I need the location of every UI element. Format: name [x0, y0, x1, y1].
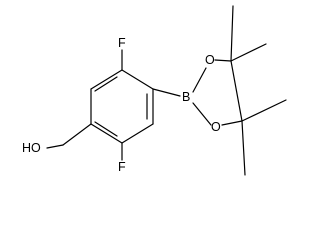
- atom-label-boron: B: [182, 90, 190, 104]
- dioxaborolane-ring: [192, 59, 243, 126]
- bond-b-o-lower: [192, 102, 212, 126]
- bond-c-c-backbone: [230, 60, 243, 122]
- methyl-groups: [230, 5, 287, 176]
- bond-o-upper-c: [214, 59, 232, 62]
- bond-o-lower-c: [221, 120, 243, 126]
- bond-c1-c2: [121, 69, 154, 90]
- bond-c-b: [152, 88, 181, 97]
- methyl-bond-3: [241, 120, 246, 176]
- molecule-canvas: F F B O O HO: [22, 5, 287, 176]
- atom-label-oxygen-lower: O: [211, 120, 221, 134]
- bond-c4-c5: [90, 123, 123, 144]
- atom-label-fluorine-top: F: [118, 36, 126, 50]
- bond-c6-c1: [90, 69, 123, 90]
- double-bond-c6-c1: [94, 76, 118, 92]
- atom-label-oxygen-upper: O: [205, 53, 215, 67]
- benzene-ring: [90, 69, 154, 144]
- bond-c-ch2: [62, 123, 92, 146]
- structure-diagram: F F B O O HO: [22, 5, 287, 176]
- methyl-bond-1: [230, 5, 234, 62]
- bond-c3-c4: [121, 123, 154, 144]
- methyl-bond-2: [230, 43, 267, 62]
- double-bond-c4-c5: [94, 121, 118, 137]
- bond-b-o-upper: [192, 67, 207, 93]
- bond-ch2-oh: [46, 144, 64, 149]
- atom-label-fluorine-bottom: F: [118, 160, 126, 174]
- methyl-bond-4: [241, 99, 287, 122]
- atom-label-hydroxyl: HO: [22, 141, 41, 155]
